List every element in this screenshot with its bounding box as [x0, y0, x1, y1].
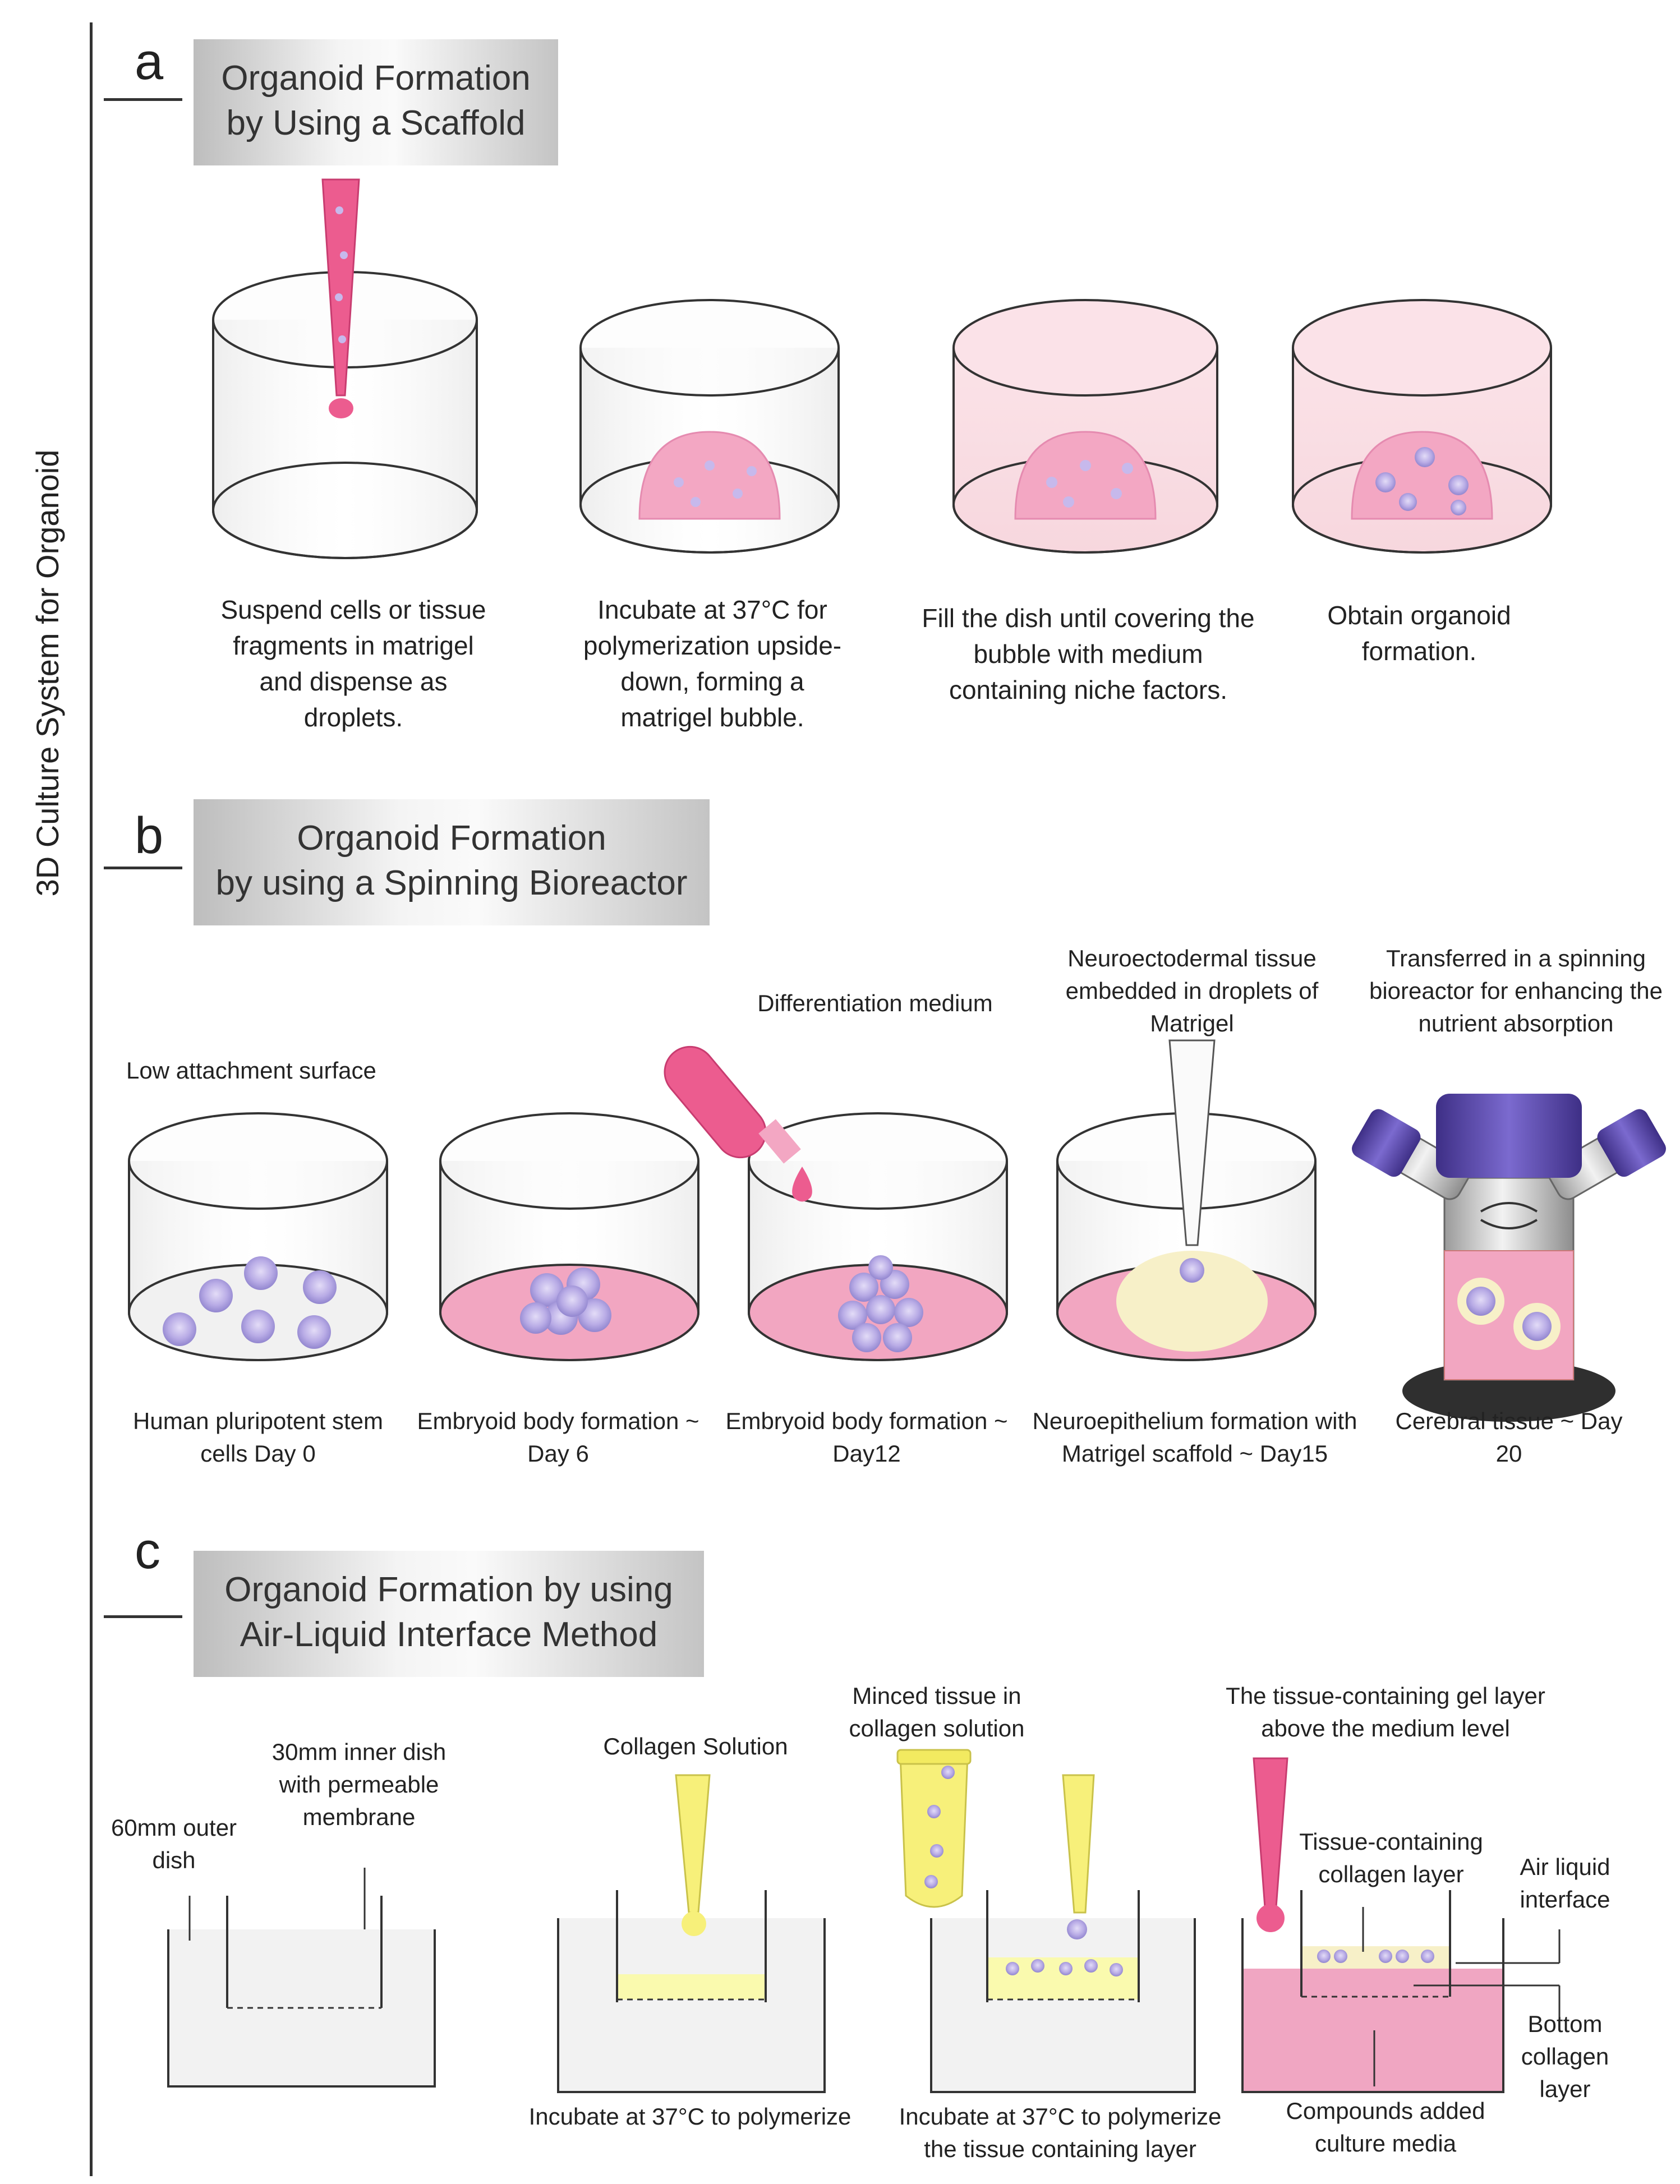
section-b-title-line2: by using a Spinning Bioreactor: [215, 864, 688, 902]
label-low-attachment: Low attachment surface: [126, 1057, 376, 1084]
left-vertical-rule: [90, 22, 93, 2176]
label-compounds: Compounds added culture media: [1286, 2098, 1485, 2157]
step-a3-caption: Fill the dish until covering the bubble …: [922, 603, 1255, 704]
step-b2-caption: Embryoid body formation ~ Day 6: [417, 1408, 699, 1467]
label-collagen-solution: Collagen Solution: [603, 1733, 788, 1759]
label-inner-dish: 30mm inner dish with permeable membrane: [271, 1739, 447, 1830]
dish-a1: [212, 271, 478, 559]
section-c-title-box: Organoid Formation by using Air-Liquid I…: [194, 1551, 704, 1677]
label-tissue-collagen: Tissue-containing collagen layer: [1299, 1828, 1483, 1887]
section-c-rule: [104, 1615, 182, 1618]
label-bottom-collagen: Bottom collagen layer: [1521, 2011, 1609, 2102]
dish-c3: [896, 1749, 1196, 2093]
dish-c1: [167, 1868, 436, 2088]
dropper-b3: [664, 1045, 812, 1202]
section-a-letter: a: [135, 33, 164, 90]
label-air-liquid: Air liquid interface: [1520, 1854, 1610, 1913]
step-a2-caption: Incubate at 37°C for polymerization upsi…: [583, 595, 842, 732]
dish-b4: [1056, 1039, 1317, 1361]
step-c3-caption: Incubate at 37°C to polymerize the tissu…: [899, 2103, 1222, 2162]
step-a4-caption: Obtain organoid formation.: [1327, 601, 1511, 666]
dish-b1: [128, 1112, 388, 1361]
dish-b2: [439, 1112, 699, 1361]
step-a1-caption: Suspend cells or tissue fragments in mat…: [220, 595, 486, 732]
label-gel-layer: The tissue-containing gel layer above th…: [1226, 1683, 1545, 1741]
label-neuroectodermal: Neuroectodermal tissue embedded in dropl…: [1065, 945, 1319, 1036]
section-c-title-line2: Air-Liquid Interface Method: [240, 1615, 658, 1654]
dish-b3: [748, 1112, 1008, 1361]
dish-a4: [1292, 299, 1552, 554]
pipette-tip-a1: [321, 178, 360, 418]
section-c-title-line1: Organoid Formation by using: [224, 1570, 673, 1609]
label-differentiation-medium: Differentiation medium: [757, 990, 993, 1016]
bioreactor-b5: [1352, 1094, 1666, 1422]
label-minced-tissue: Minced tissue in collagen solution: [849, 1683, 1025, 1741]
label-outer-dish: 60mm outer dish: [111, 1814, 237, 1873]
step-b1-caption: Human pluripotent stem cells Day 0: [133, 1408, 383, 1467]
step-b5-caption: Cerebral tissue ~ Day 20: [1395, 1408, 1623, 1467]
dish-a2: [579, 299, 840, 554]
section-a-title-box: Organoid Formation by Using a Scaffold: [194, 39, 558, 165]
section-c-letter: c: [135, 1522, 160, 1579]
step-b3-caption: Embryoid body formation ~ Day12: [725, 1408, 1008, 1467]
step-c2-caption: Incubate at 37°C to polymerize: [528, 2103, 851, 2130]
dish-a3: [952, 299, 1218, 554]
section-a-title-line1: Organoid Formation: [221, 59, 531, 98]
dish-c2: [557, 1774, 826, 2093]
step-b4-caption: Neuroepithelium formation with Matrigel …: [1032, 1408, 1357, 1467]
dish-c4: [1241, 1757, 1561, 2093]
section-a-title-line2: by Using a Scaffold: [226, 104, 526, 142]
section-b-title-box: Organoid Formation by using a Spinning B…: [194, 799, 710, 925]
section-a-rule: [104, 98, 182, 101]
section-b-rule: [104, 867, 182, 869]
section-b-letter: b: [135, 807, 164, 864]
section-b-title-line1: Organoid Formation: [297, 819, 606, 858]
label-transferred: Transferred in a spinning bioreactor for…: [1369, 945, 1663, 1036]
